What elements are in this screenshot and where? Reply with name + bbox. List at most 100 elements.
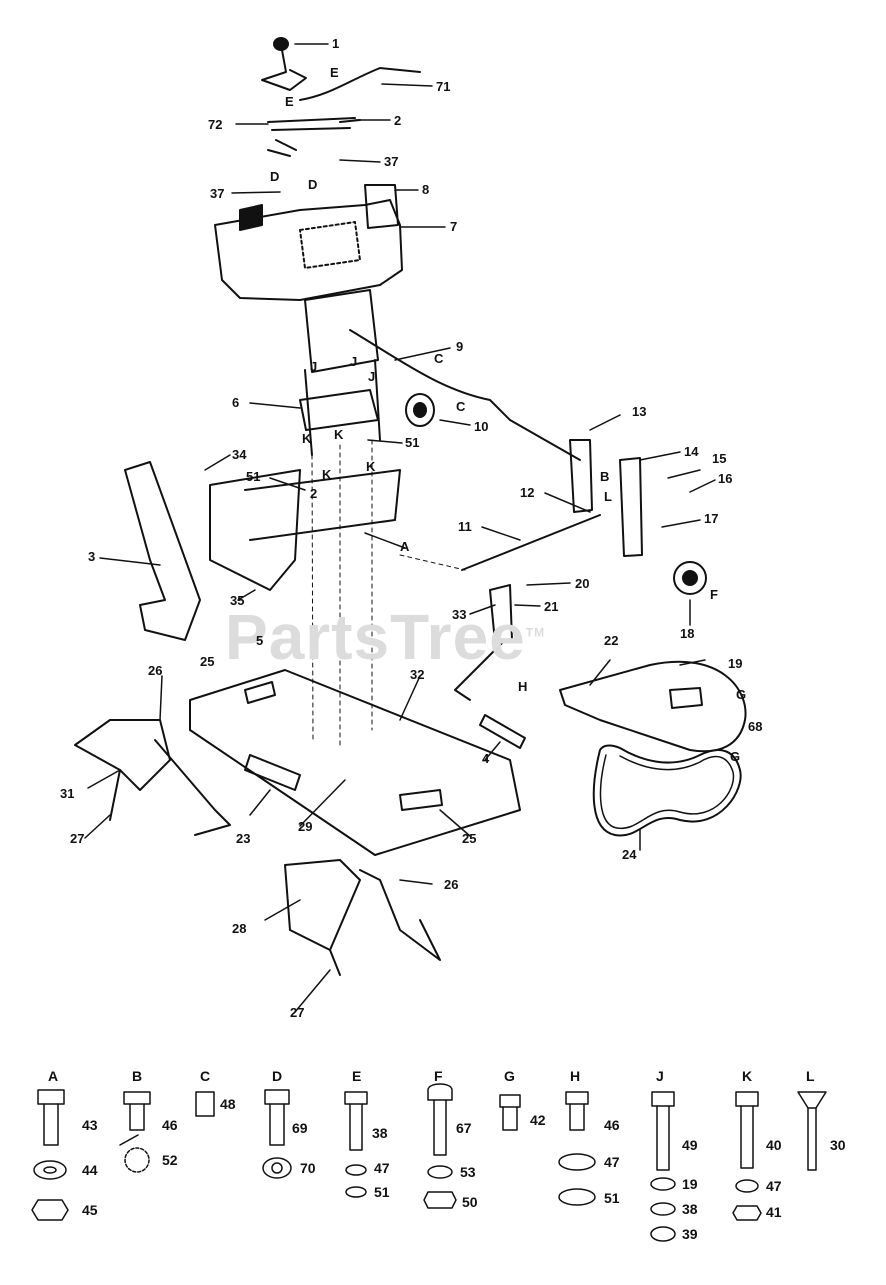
side-shield-drawing bbox=[124, 461, 401, 641]
callout-label: 23 bbox=[236, 831, 251, 846]
callout-label: 13 bbox=[632, 404, 647, 419]
hardware-part-number: 67 bbox=[456, 1120, 472, 1136]
hardware-part-number: 39 bbox=[682, 1226, 698, 1242]
frame-drawing bbox=[299, 329, 643, 557]
callout-label: 26 bbox=[444, 877, 459, 892]
callout-label: 33 bbox=[452, 607, 467, 622]
hardware-part-number: 46 bbox=[162, 1117, 178, 1133]
callout-label: 19 bbox=[728, 656, 743, 671]
linkage-drawing bbox=[454, 514, 601, 749]
hardware-part-number: 53 bbox=[460, 1164, 476, 1180]
callout-label: 35 bbox=[230, 593, 245, 608]
letter-callout: B bbox=[600, 469, 610, 484]
letter-callout: K bbox=[322, 467, 332, 482]
hardware-letter-a: A bbox=[48, 1068, 59, 1084]
callout-label: 2 bbox=[310, 486, 318, 501]
tine-assembly-right-drawing bbox=[284, 859, 441, 976]
callout-label: 26 bbox=[148, 663, 163, 678]
callout-label: 71 bbox=[436, 79, 451, 94]
callout-label: 9 bbox=[456, 339, 464, 354]
hardware-part-number: 47 bbox=[766, 1178, 782, 1194]
hardware-letter-g: G bbox=[504, 1068, 515, 1084]
letter-callout: E bbox=[285, 94, 294, 109]
belt-cover-drawing bbox=[559, 660, 747, 753]
callout-label: 5 bbox=[256, 633, 264, 648]
callout-label: 25 bbox=[462, 831, 477, 846]
hardware-part-number: 50 bbox=[462, 1194, 478, 1210]
callout-label: 31 bbox=[60, 786, 75, 801]
hardware-part-number: 46 bbox=[604, 1117, 620, 1133]
callout-label: 3 bbox=[88, 549, 96, 564]
callout-label: 37 bbox=[210, 186, 225, 201]
letter-callout: K bbox=[366, 459, 376, 474]
hardware-part-number: 52 bbox=[162, 1152, 178, 1168]
callout-label: 27 bbox=[70, 831, 85, 846]
hardware-part-number: 41 bbox=[766, 1204, 782, 1220]
callout-label: 8 bbox=[422, 182, 430, 197]
belt-drawing bbox=[592, 744, 742, 837]
hardware-letter-e: E bbox=[352, 1068, 362, 1084]
callout-label: 22 bbox=[604, 633, 619, 648]
hardware-part-number: 47 bbox=[374, 1160, 390, 1176]
callout-label: 7 bbox=[450, 219, 458, 234]
hardware-part-number: 30 bbox=[830, 1137, 846, 1153]
letter-callout: C bbox=[456, 399, 466, 414]
hardware-letter-d: D bbox=[272, 1068, 283, 1084]
callout-label: 17 bbox=[704, 511, 719, 526]
callout-label: 29 bbox=[298, 819, 313, 834]
hardware-letter-k: K bbox=[742, 1068, 753, 1084]
letter-callout: K bbox=[334, 427, 344, 442]
callout-label: 18 bbox=[680, 626, 695, 641]
letter-callout: F bbox=[710, 587, 718, 602]
hardware-part-number: 48 bbox=[220, 1096, 236, 1112]
callout-label: 21 bbox=[544, 599, 559, 614]
callout-label: 11 bbox=[458, 519, 472, 534]
hardware-part-number: 38 bbox=[372, 1125, 388, 1141]
callout-label: 32 bbox=[410, 667, 425, 682]
hardware-drawings bbox=[31, 1083, 827, 1242]
callout-label: 51 bbox=[405, 435, 420, 450]
letter-callout: H bbox=[518, 679, 528, 694]
letter-callout: J bbox=[368, 369, 376, 384]
hardware-part-number: 47 bbox=[604, 1154, 620, 1170]
hardware-letter-b: B bbox=[132, 1068, 143, 1084]
hardware-part-number: 44 bbox=[82, 1162, 98, 1178]
hardware-part-number: 42 bbox=[530, 1112, 546, 1128]
hardware-letter-f: F bbox=[434, 1068, 443, 1084]
callout-label: 16 bbox=[718, 471, 733, 486]
hardware-part-number: 51 bbox=[374, 1184, 390, 1200]
hardware-letter-h: H bbox=[570, 1068, 581, 1084]
tine-assembly-left-drawing bbox=[74, 719, 231, 836]
callout-label: 68 bbox=[748, 719, 763, 734]
hardware-letter-l: L bbox=[806, 1068, 815, 1084]
hardware-part-number: 38 bbox=[682, 1201, 698, 1217]
tine-shield-drawing bbox=[189, 669, 521, 856]
leader-lines bbox=[84, 43, 716, 1146]
callout-label: 72 bbox=[208, 117, 223, 132]
callout-label: 51 bbox=[246, 469, 261, 484]
callout-label: 28 bbox=[232, 921, 247, 936]
letter-callout: J bbox=[350, 354, 358, 369]
callout-label: 12 bbox=[520, 485, 535, 500]
letter-callout: D bbox=[308, 177, 318, 192]
callout-label: 25 bbox=[200, 654, 215, 669]
watermark: PartsTreeTM bbox=[225, 601, 546, 673]
callout-label: 1 bbox=[332, 36, 340, 51]
engine-drawing bbox=[214, 184, 403, 373]
hardware-part-number: 49 bbox=[682, 1137, 698, 1153]
callout-label: 27 bbox=[290, 1005, 305, 1020]
callout-label: 2 bbox=[394, 113, 402, 128]
hardware-part-number: 45 bbox=[82, 1202, 98, 1218]
callout-label: 24 bbox=[622, 847, 637, 862]
hardware-letter-c: C bbox=[200, 1068, 211, 1084]
callout-label: 14 bbox=[684, 444, 699, 459]
letter-callout: J bbox=[310, 359, 318, 374]
callout-label: 20 bbox=[575, 576, 590, 591]
letter-callout: D bbox=[270, 169, 280, 184]
hardware-part-number: 19 bbox=[682, 1176, 698, 1192]
callout-label: 15 bbox=[712, 451, 727, 466]
callout-label: 10 bbox=[474, 419, 489, 434]
hardware-part-number: 70 bbox=[300, 1160, 316, 1176]
letter-callout: K bbox=[302, 431, 312, 446]
